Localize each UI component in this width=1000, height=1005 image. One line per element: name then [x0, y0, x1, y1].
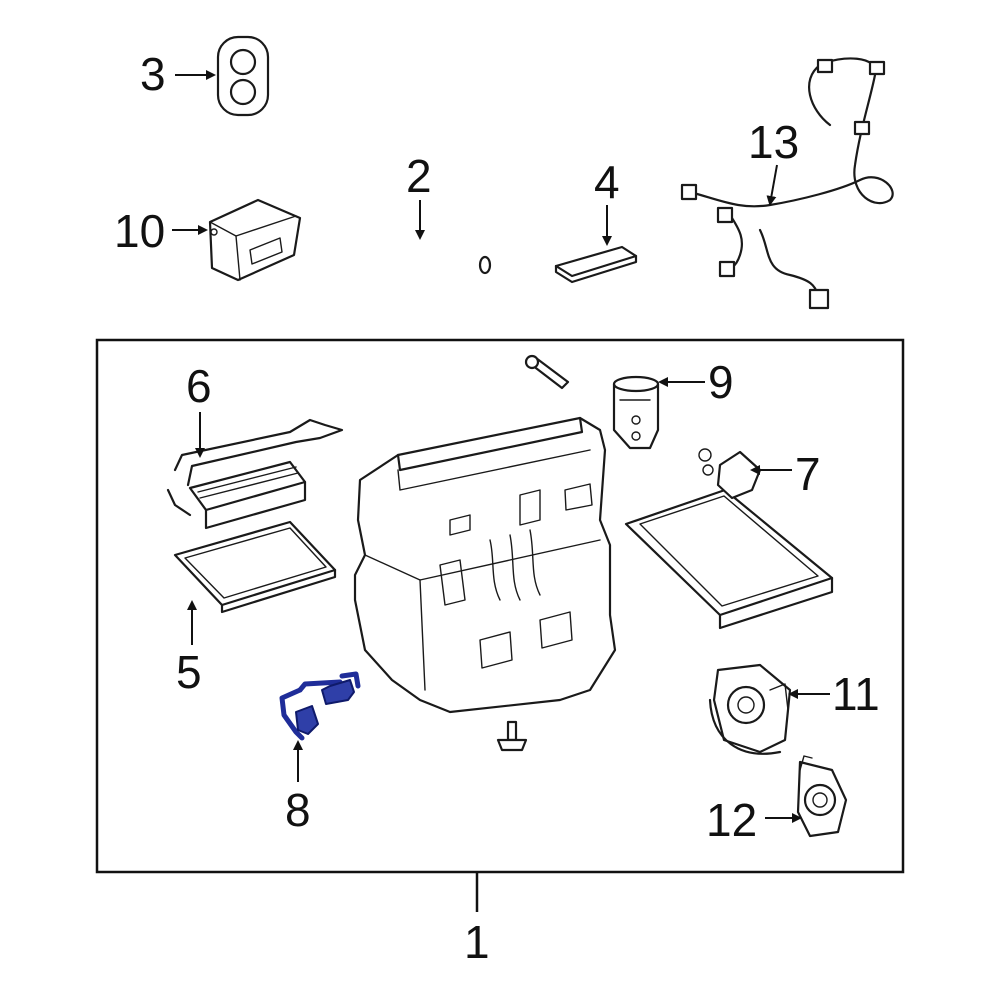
callout-8: 8	[285, 784, 311, 836]
callout-1: 1	[464, 916, 490, 968]
part-2-hose[interactable]	[357, 228, 492, 275]
callout-12: 12	[706, 794, 757, 846]
callout-9: 9	[708, 356, 734, 408]
callout-3: 3	[140, 48, 166, 100]
part-8-sensor-highlighted[interactable]	[279, 671, 361, 741]
part-4-seal[interactable]	[554, 245, 638, 284]
bolt-upper	[524, 354, 570, 390]
part-12-servo-motor[interactable]	[796, 755, 848, 838]
part-7-evaporator[interactable]	[624, 448, 834, 630]
part-6-heater-core[interactable]	[166, 418, 344, 530]
callout-10: 10	[114, 205, 165, 257]
assembly-frame	[95, 338, 905, 874]
part-5-heater-core-assembly[interactable]	[115, 520, 337, 614]
part-10-module[interactable]	[208, 198, 302, 282]
bolt-lower	[496, 720, 528, 752]
part-9-expansion-valve[interactable]	[612, 375, 660, 450]
part-1-hvac-housing[interactable]	[353, 416, 617, 714]
callout-4: 4	[594, 156, 620, 208]
part-3-grommet[interactable]	[216, 35, 270, 117]
callout-2: 2	[406, 150, 432, 202]
callout-13: 13	[748, 116, 799, 168]
callout-7: 7	[795, 448, 821, 500]
callout-6: 6	[186, 360, 212, 412]
arrow-13	[766, 164, 778, 206]
part-13-wiring-harness[interactable]	[680, 57, 894, 310]
part-11-actuator[interactable]	[708, 663, 792, 755]
callout-5: 5	[176, 646, 202, 698]
callout-11: 11	[832, 668, 880, 720]
